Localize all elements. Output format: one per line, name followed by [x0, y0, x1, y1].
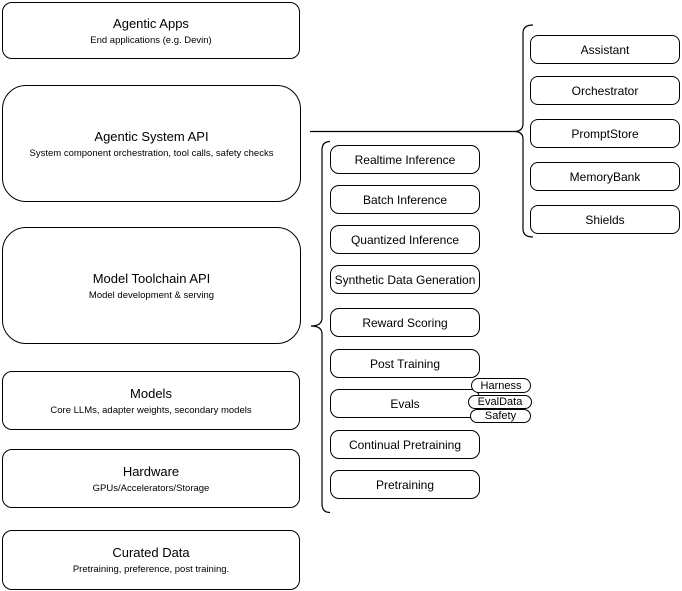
quantized-inference-label: Quantized Inference: [350, 232, 460, 247]
curated-data-subtitle: Pretraining, preference, post training.: [72, 564, 230, 575]
assistant-box: Assistant: [530, 35, 680, 64]
pretraining-box: Pretraining: [330, 470, 480, 499]
models-title: Models: [130, 385, 172, 401]
agentic-apps-box: Agentic Apps End applications (e.g. Devi…: [2, 2, 300, 59]
evals-label: Evals: [390, 396, 420, 411]
hardware-title: Hardware: [122, 463, 180, 479]
agentic-system-api-box: Agentic System API System component orch…: [2, 85, 301, 202]
post-training-label: Post Training: [369, 356, 441, 371]
agentic-apps-title: Agentic Apps: [113, 15, 189, 31]
evaldata-pill-label: EvalData: [477, 396, 523, 408]
memorybank-label: MemoryBank: [569, 169, 641, 184]
models-box: Models Core LLMs, adapter weights, secon…: [2, 371, 300, 430]
model-toolchain-api-subtitle: Model development & serving: [88, 289, 215, 301]
continual-pretraining-box: Continual Pretraining: [330, 430, 480, 459]
models-subtitle: Core LLMs, adapter weights, secondary mo…: [50, 404, 252, 416]
quantized-inference-box: Quantized Inference: [330, 225, 480, 254]
memorybank-box: MemoryBank: [530, 162, 680, 191]
promptstore-label: PromptStore: [571, 126, 639, 141]
batch-inference-box: Batch Inference: [330, 185, 480, 214]
orchestrator-label: Orchestrator: [571, 83, 639, 98]
shields-label: Shields: [585, 212, 625, 227]
curated-data-title: Curated Data: [112, 545, 190, 560]
agentic-system-api-subtitle: System component orchestration, tool cal…: [29, 147, 274, 159]
toolchain-group-brace: [310, 140, 331, 514]
reward-scoring-box: Reward Scoring: [330, 308, 480, 337]
safety-pill: Safety: [470, 409, 531, 423]
model-toolchain-api-title: Model Toolchain API: [92, 270, 211, 286]
synthetic-data-generation-box: Synthetic Data Generation: [330, 265, 480, 294]
realtime-inference-label: Realtime Inference: [354, 152, 456, 167]
agentic-apps-subtitle: End applications (e.g. Devin): [90, 34, 212, 46]
hardware-box: Hardware GPUs/Accelerators/Storage: [2, 449, 300, 508]
promptstore-box: PromptStore: [530, 119, 680, 148]
post-training-box: Post Training: [330, 349, 480, 378]
harness-pill: Harness: [471, 378, 531, 393]
evals-box: Evals: [330, 389, 480, 418]
agentic-system-api-title: Agentic System API: [94, 128, 209, 144]
synthetic-data-generation-label: Synthetic Data Generation: [334, 272, 476, 287]
shields-box: Shields: [530, 205, 680, 234]
continual-pretraining-label: Continual Pretraining: [348, 437, 462, 452]
realtime-inference-box: Realtime Inference: [330, 145, 480, 174]
evaldata-pill: EvalData: [468, 395, 532, 409]
safety-pill-label: Safety: [484, 410, 517, 422]
orchestrator-box: Orchestrator: [530, 76, 680, 105]
reward-scoring-label: Reward Scoring: [362, 315, 448, 330]
harness-pill-label: Harness: [480, 379, 522, 392]
hardware-subtitle: GPUs/Accelerators/Storage: [92, 482, 210, 494]
assistant-label: Assistant: [580, 42, 630, 57]
model-toolchain-api-box: Model Toolchain API Model development & …: [2, 227, 301, 344]
pretraining-label: Pretraining: [375, 477, 435, 492]
curated-data-box: Curated Data Pretraining, preference, po…: [2, 530, 300, 590]
batch-inference-label: Batch Inference: [362, 192, 448, 207]
